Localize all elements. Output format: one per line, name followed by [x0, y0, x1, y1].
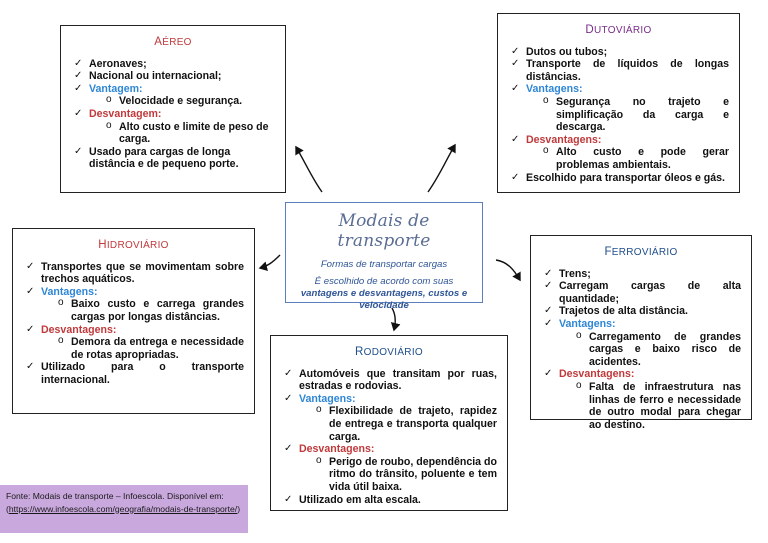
list-item: Aeronaves;	[74, 58, 275, 71]
sub-list-item: Carregamento de grandes cargas e baixo r…	[576, 330, 741, 369]
list-item: Automóveis que transitam por ruas, estra…	[284, 368, 497, 393]
list-item: Carregam cargas de alta quantidade;	[544, 280, 741, 305]
list-item: Transporte de líquidos de longas distânc…	[511, 58, 729, 83]
diagram-subtitle: Formas de transportar cargas	[320, 259, 448, 270]
box-title-ferroviario: FERROVIÁRIO	[604, 246, 678, 258]
box-rodoviario: RODOVIÁRIO Automóveis que transitam por …	[270, 335, 508, 511]
box-title-dutoviario: DUTOVIÁRIO	[585, 24, 652, 36]
list-item: Usado para cargas de longa distância e d…	[74, 146, 275, 171]
sub-list-item: Perigo de roubo, dependência do ritmo do…	[316, 455, 497, 494]
list-item: Trens;	[544, 268, 741, 281]
source-note: Fonte: Modais de transporte – Infoescola…	[0, 485, 248, 533]
box-dutoviario: DUTOVIÁRIO Dutos ou tubos; Transporte de…	[497, 13, 740, 193]
advantages-item: Vantagens: Carregamento de grandes carga…	[544, 318, 741, 369]
arrow-to-dutoviario	[427, 143, 456, 193]
list-item: Utilizado para o transporte internaciona…	[26, 361, 244, 386]
sub-list-item: Alto custo e limite de peso de carga.	[106, 120, 275, 146]
list-item: Dutos ou tubos;	[511, 46, 729, 59]
disadvantages-item: Desvantagens: Demora da entrega e necess…	[26, 324, 244, 362]
list-item: Transportes que se movimentam sobre trec…	[26, 261, 244, 286]
sub-list-item: Falta de infraestrutura nas linhas de fe…	[576, 380, 741, 431]
arrow-to-ferroviario	[495, 259, 521, 282]
box-ferroviario: FERROVIÁRIO Trens; Carregam cargas de al…	[530, 235, 752, 431]
list-item: Trajetos de alta distância.	[544, 305, 741, 318]
advantages-item: Vantagens: Flexibilidade de trajeto, rap…	[284, 393, 497, 443]
advantages-item: Vantagens: Baixo custo e carrega grandes…	[26, 286, 244, 324]
source-link[interactable]: https://www.infoescola.com/geografia/mod…	[8, 503, 238, 514]
disadvantages-item: Desvantagem: Alto custo e limite de peso…	[74, 108, 275, 146]
sub-list-item: Baixo custo e carrega grandes cargas por…	[58, 297, 244, 323]
arrow-to-aereo	[295, 145, 323, 193]
box-aereo: AÉREO Aeronaves; Nacional ou internacion…	[60, 25, 286, 193]
sub-list-item: Velocidade e segurança.	[106, 94, 275, 108]
sub-list-item: Demora da entrega e necessidade de rotas…	[58, 335, 244, 361]
disadvantages-item: Desvantagens: Perigo de roubo, dependênc…	[284, 443, 497, 494]
list-item: Nacional ou internacional;	[74, 70, 275, 83]
advantages-item: Vantagem: Velocidade e segurança.	[74, 83, 275, 108]
source-text: Fonte: Modais de transporte – Infoescola…	[6, 491, 224, 501]
source-link-line: (https://www.infoescola.com/geografia/mo…	[6, 503, 241, 514]
disadvantages-item: Desvantagens: Falta de infraestrutura na…	[544, 368, 741, 431]
central-topic: Modais de transporte Formas de transport…	[285, 202, 483, 311]
list-item: Escolhido para transportar óleos e gás.	[511, 172, 729, 185]
box-title-aereo: AÉREO	[154, 36, 192, 48]
sub-list-item: Segurança no trajeto e simplificação da …	[543, 95, 729, 134]
sub-list-item: Alto custo e pode gerar problemas ambien…	[543, 145, 729, 171]
arrow-to-hidroviario	[258, 254, 281, 272]
box-hidroviario: HIDROVIÁRIO Transportes que se movimenta…	[12, 228, 255, 414]
box-title-rodoviario: RODOVIÁRIO	[355, 346, 423, 358]
diagram-title: Modais de transporte	[337, 211, 431, 251]
diagram-description: É escolhido de acordo com suas vantagens…	[300, 276, 468, 311]
advantages-item: Vantagens: Segurança no trajeto e simpli…	[511, 83, 729, 134]
disadvantages-item: Desvantagens: Alto custo e pode gerar pr…	[511, 134, 729, 172]
box-title-hidroviario: HIDROVIÁRIO	[98, 239, 169, 251]
list-item: Utilizado em alta escala.	[284, 494, 497, 507]
sub-list-item: Flexibilidade de trajeto, rapidez de ent…	[316, 404, 497, 443]
